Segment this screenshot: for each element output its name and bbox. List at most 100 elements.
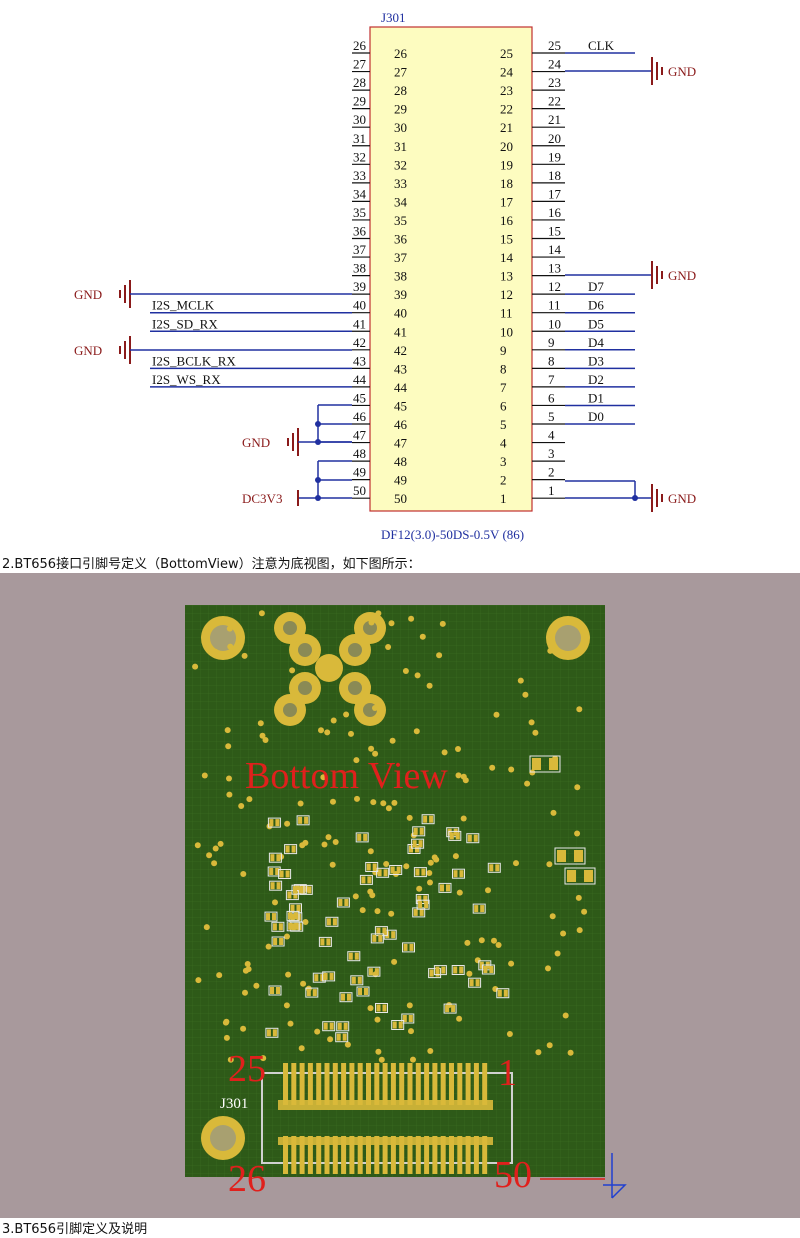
connector-pad — [341, 1136, 347, 1174]
via — [285, 971, 292, 978]
smd-component — [451, 965, 465, 975]
via — [245, 966, 252, 973]
pin-label-left: 42 — [394, 343, 407, 358]
via — [508, 766, 515, 773]
pin-number-right: 25 — [548, 38, 561, 53]
pin-label-left: 46 — [394, 417, 408, 432]
via — [192, 663, 199, 670]
pin-label-left: 49 — [394, 473, 407, 488]
via — [238, 803, 245, 809]
pin-number-right: 4 — [548, 428, 555, 443]
via — [325, 834, 332, 841]
large-pad — [315, 654, 343, 682]
pin-label-left: 28 — [394, 83, 407, 98]
via — [403, 863, 410, 870]
smd-component — [356, 986, 370, 997]
pin-number-left: 28 — [353, 75, 366, 90]
via — [297, 800, 304, 807]
gnd-symbol-icon: GND — [74, 280, 131, 308]
smd-component — [564, 867, 596, 885]
via — [427, 1048, 434, 1054]
via — [549, 913, 556, 920]
via — [546, 1042, 553, 1049]
via — [287, 1020, 294, 1027]
net-label: D0 — [588, 409, 604, 424]
pin-number-left: 31 — [353, 131, 366, 146]
via — [352, 893, 359, 900]
caption-pin-definition: 3.BT656引脚定义及说明 — [2, 1222, 148, 1237]
via — [462, 777, 469, 784]
via — [427, 879, 433, 886]
schematic-diagram: J301 DF12(3.0)-50DS-0.5V (86) 2626272728… — [74, 10, 696, 542]
pin-number-left: 36 — [353, 224, 367, 239]
smd-component — [416, 899, 430, 910]
connector-pad — [316, 1063, 322, 1105]
pin-number-left: 33 — [353, 168, 366, 183]
pin-number-right: 13 — [548, 261, 561, 276]
net-label: D4 — [588, 335, 604, 350]
pin-number-left: 38 — [353, 261, 366, 276]
via — [332, 839, 339, 845]
via — [203, 924, 210, 931]
junction-dot — [315, 421, 321, 427]
smd-component — [325, 916, 339, 927]
via — [576, 706, 583, 713]
connector-rail — [278, 1137, 493, 1145]
gnd-symbol-icon: GND — [242, 428, 299, 456]
via — [426, 682, 433, 689]
pin-label-right: 24 — [500, 65, 514, 80]
via — [212, 648, 219, 655]
via — [329, 861, 336, 868]
via — [575, 894, 582, 901]
via — [581, 908, 588, 915]
pin-label-right: 2 — [500, 473, 507, 488]
pin-label-right: 5 — [500, 417, 507, 432]
via — [408, 615, 415, 622]
via — [258, 610, 265, 617]
pin-label-right: 7 — [500, 380, 507, 395]
via — [413, 728, 420, 735]
via — [378, 1056, 385, 1063]
via — [491, 937, 497, 944]
pin-label-right: 25 — [500, 46, 513, 61]
smd-component — [286, 910, 300, 921]
via — [513, 860, 519, 867]
pin-number-left: 48 — [353, 446, 366, 461]
via — [253, 982, 260, 989]
smd-component — [359, 874, 373, 885]
gnd-label: GND — [668, 491, 696, 506]
smd-component — [268, 985, 282, 996]
via — [452, 853, 459, 860]
pin-number-left: 43 — [353, 353, 366, 368]
pin-label-left: 37 — [394, 250, 408, 265]
connector-pad — [382, 1136, 388, 1174]
pin-label-right: 22 — [500, 102, 513, 117]
connector-pad — [424, 1136, 430, 1174]
connector-pad — [482, 1136, 488, 1174]
via — [283, 1002, 290, 1009]
pin-label-top-left: 25 — [228, 1048, 266, 1090]
smd-component — [271, 936, 285, 947]
via — [372, 750, 379, 757]
smd-component — [271, 921, 285, 932]
connector-pad — [432, 1136, 438, 1174]
via — [201, 772, 208, 779]
via — [436, 652, 443, 659]
pin-number-right: 3 — [548, 446, 555, 461]
smd-component — [336, 897, 350, 908]
pin-number-left: 50 — [353, 483, 366, 498]
pin-label-left: 43 — [394, 361, 407, 376]
net-label: D5 — [588, 316, 604, 331]
pin-label-right: 20 — [500, 139, 513, 154]
via — [441, 749, 448, 756]
via — [257, 720, 264, 727]
connector-pad — [390, 1136, 396, 1174]
via — [194, 842, 201, 849]
pin-label-right: 8 — [500, 361, 507, 376]
via — [402, 668, 409, 674]
pin-number-right: 15 — [548, 224, 561, 239]
via — [419, 633, 426, 640]
smd-component — [268, 852, 282, 863]
via — [456, 1015, 463, 1022]
pin-label-left: 41 — [394, 324, 407, 339]
